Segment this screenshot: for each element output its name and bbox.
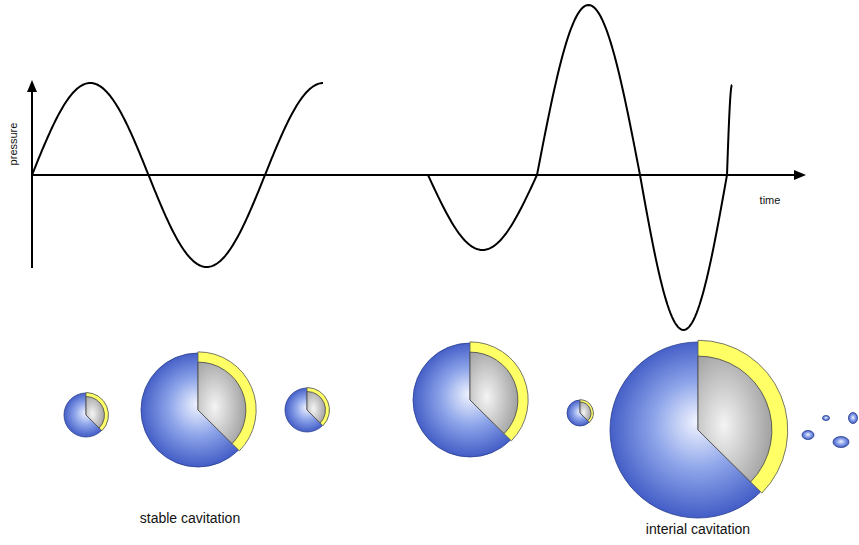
label-holder: stable cavitation bbox=[140, 509, 240, 527]
axis-label: time bbox=[760, 194, 781, 206]
bubble-body bbox=[567, 400, 593, 426]
bubble-shell bbox=[307, 388, 329, 426]
time-axis bbox=[32, 174, 798, 176]
bubble-core bbox=[698, 356, 772, 482]
bubble-core bbox=[307, 392, 325, 423]
bubble-shell bbox=[698, 340, 788, 493]
bubble-core bbox=[198, 362, 246, 444]
stable-pressure-wave bbox=[32, 83, 323, 267]
cavitation-bubble bbox=[413, 342, 528, 457]
bubble-body bbox=[64, 393, 108, 437]
cavitation-bubble bbox=[610, 340, 788, 518]
axis-arrowhead bbox=[27, 80, 37, 92]
bubble-fragment bbox=[823, 416, 830, 421]
bubble-core bbox=[470, 352, 518, 434]
cavitation-bubble bbox=[567, 400, 593, 426]
caption-label: stable cavitation bbox=[140, 510, 240, 526]
axis-label: pressure bbox=[7, 123, 19, 166]
bubble-shell bbox=[198, 352, 256, 451]
bubble-shell bbox=[580, 400, 593, 423]
axis-arrowhead bbox=[794, 170, 806, 180]
bubble-fragment bbox=[849, 413, 858, 424]
axes bbox=[27, 80, 806, 268]
pressure-axis bbox=[31, 86, 33, 268]
label-holder: time bbox=[760, 190, 781, 208]
bubble-fragment bbox=[802, 431, 814, 440]
bubbles bbox=[64, 340, 858, 518]
bubble-body bbox=[285, 388, 329, 432]
cavitation-bubble bbox=[64, 393, 108, 437]
bubble-shell bbox=[470, 342, 528, 441]
inertial-pressure-wave bbox=[428, 5, 732, 330]
bubble-shell bbox=[86, 393, 108, 431]
bubble-core bbox=[86, 397, 104, 428]
bubble-fragment bbox=[833, 437, 849, 448]
caption-label: interial cavitation bbox=[646, 521, 750, 537]
label-holder: pressure bbox=[0, 134, 34, 152]
cavitation-bubble bbox=[285, 388, 329, 432]
label-holder: interial cavitation bbox=[646, 520, 750, 538]
bubble-core bbox=[580, 402, 591, 421]
cavitation-bubble bbox=[141, 352, 256, 467]
